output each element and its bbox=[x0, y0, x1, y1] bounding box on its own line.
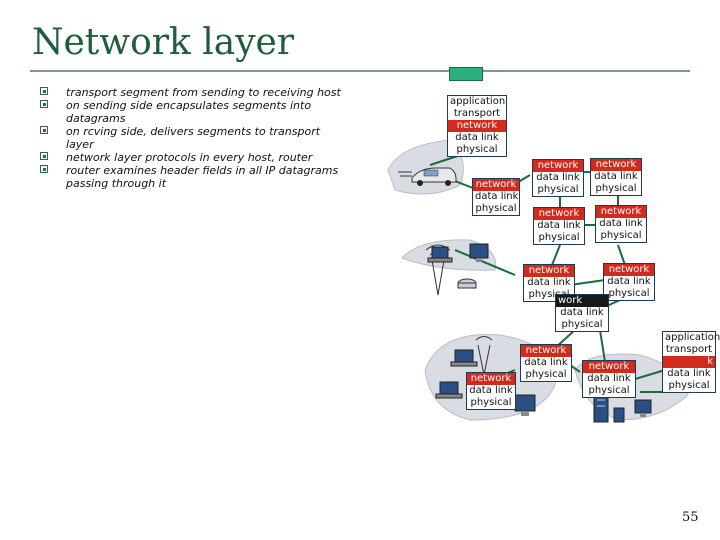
layer-physical: physical bbox=[668, 380, 710, 391]
car-icon bbox=[398, 167, 457, 186]
layer-physical: physical bbox=[588, 385, 630, 396]
layer-application: application bbox=[450, 96, 506, 107]
layer-network: network bbox=[473, 179, 519, 191]
layer-network-partial: k bbox=[663, 356, 715, 368]
layer-network: network bbox=[521, 345, 571, 357]
bullet-text: on sending side encapsulates segments in… bbox=[66, 99, 312, 125]
bullet-icon bbox=[40, 126, 48, 134]
bullet-item: network layer protocols in every host, r… bbox=[40, 151, 350, 164]
laptop-icon bbox=[450, 349, 478, 367]
layer-physical: physical bbox=[538, 232, 580, 243]
layer-data-link: data link bbox=[524, 357, 568, 368]
link-line bbox=[631, 369, 666, 381]
bullet-icon bbox=[40, 100, 48, 108]
bullet-item: transport segment from sending to receiv… bbox=[40, 86, 350, 99]
bullet-text: transport segment from sending to receiv… bbox=[66, 86, 341, 99]
layer-network: network bbox=[583, 361, 635, 373]
bullet-icon bbox=[40, 152, 48, 160]
bullet-text: network layer protocols in every host, r… bbox=[66, 151, 313, 164]
layer-physical: physical bbox=[595, 183, 637, 194]
router-stack: network data link physical bbox=[603, 263, 655, 301]
layer-data-link: data link bbox=[560, 307, 604, 318]
layer-data-link: data link bbox=[599, 218, 643, 229]
slide-title: Network layer bbox=[32, 22, 295, 63]
layer-physical: physical bbox=[528, 289, 570, 300]
destination-host-stack: application transport k data link physic… bbox=[662, 331, 720, 393]
bullet-item: on rcving side, delivers segments to tra… bbox=[40, 125, 350, 151]
layer-data-link: data link bbox=[587, 373, 631, 384]
layer-physical: physical bbox=[456, 144, 498, 155]
router-stack: network data link physical bbox=[532, 159, 584, 197]
router-stack: network data link physical bbox=[590, 158, 642, 196]
link-line bbox=[599, 329, 606, 363]
layer-physical: physical bbox=[561, 319, 603, 330]
layer-transport: transport bbox=[665, 344, 713, 355]
desktop-icon bbox=[634, 399, 652, 417]
link-line bbox=[454, 249, 516, 276]
router-stack: network data link physical bbox=[582, 360, 636, 398]
bullet-text: router examines header fields in all IP … bbox=[66, 164, 339, 190]
layer-network: network bbox=[604, 264, 654, 276]
bullet-list: transport segment from sending to receiv… bbox=[40, 86, 350, 190]
router-stack: network data link physical bbox=[595, 205, 647, 243]
layer-network: network bbox=[533, 160, 583, 172]
layer-network: network bbox=[524, 265, 574, 277]
layer-network-partial: work bbox=[556, 295, 608, 307]
router-icon bbox=[457, 278, 477, 289]
layer-network: network bbox=[467, 373, 515, 385]
layer-network: network bbox=[448, 120, 506, 132]
router-stack: network data link physical bbox=[466, 372, 516, 410]
link-line bbox=[569, 279, 606, 286]
source-host-stack: application transport network data link … bbox=[447, 95, 507, 157]
layer-network: network bbox=[596, 206, 646, 218]
layer-data-link: data link bbox=[527, 277, 571, 288]
layer-data-link: data link bbox=[667, 368, 711, 379]
layer-physical: physical bbox=[475, 203, 517, 214]
bullet-icon bbox=[40, 165, 48, 173]
bullet-item: router examines header fields in all IP … bbox=[40, 164, 350, 190]
legend-swatch bbox=[449, 67, 483, 81]
bullet-icon bbox=[40, 87, 48, 95]
router-stack: network data link physical bbox=[472, 178, 520, 216]
layer-data-link: data link bbox=[537, 220, 581, 231]
layer-network: network bbox=[591, 159, 641, 171]
layer-data-link: data link bbox=[536, 172, 580, 183]
link-line bbox=[617, 244, 626, 266]
layer-network: network bbox=[534, 208, 584, 220]
layer-data-link: data link bbox=[607, 276, 651, 287]
layer-data-link: data link bbox=[475, 191, 519, 202]
layer-physical: physical bbox=[470, 397, 512, 408]
title-divider bbox=[30, 70, 690, 72]
layer-transport: transport bbox=[453, 108, 501, 119]
router-stack: network data link physical bbox=[520, 344, 572, 382]
layer-physical: physical bbox=[608, 288, 650, 299]
bullet-item: on sending side encapsulates segments in… bbox=[40, 99, 350, 125]
layer-physical: physical bbox=[537, 184, 579, 195]
layer-physical: physical bbox=[525, 369, 567, 380]
desktop-icon bbox=[469, 243, 489, 262]
laptop-icon bbox=[435, 381, 463, 399]
layer-physical: physical bbox=[600, 230, 642, 241]
layer-data-link: data link bbox=[594, 171, 638, 182]
page-number: 55 bbox=[682, 510, 699, 525]
layer-data-link: data link bbox=[455, 132, 499, 143]
server-icon bbox=[613, 407, 625, 423]
router-stack: network data link physical bbox=[533, 207, 585, 245]
router-stack: work data link physical bbox=[555, 294, 609, 332]
laptop-icon bbox=[427, 246, 453, 263]
bullet-text: on rcving side, delivers segments to tra… bbox=[66, 125, 321, 151]
layer-data-link: data link bbox=[469, 385, 513, 396]
layer-application: application bbox=[665, 332, 720, 343]
